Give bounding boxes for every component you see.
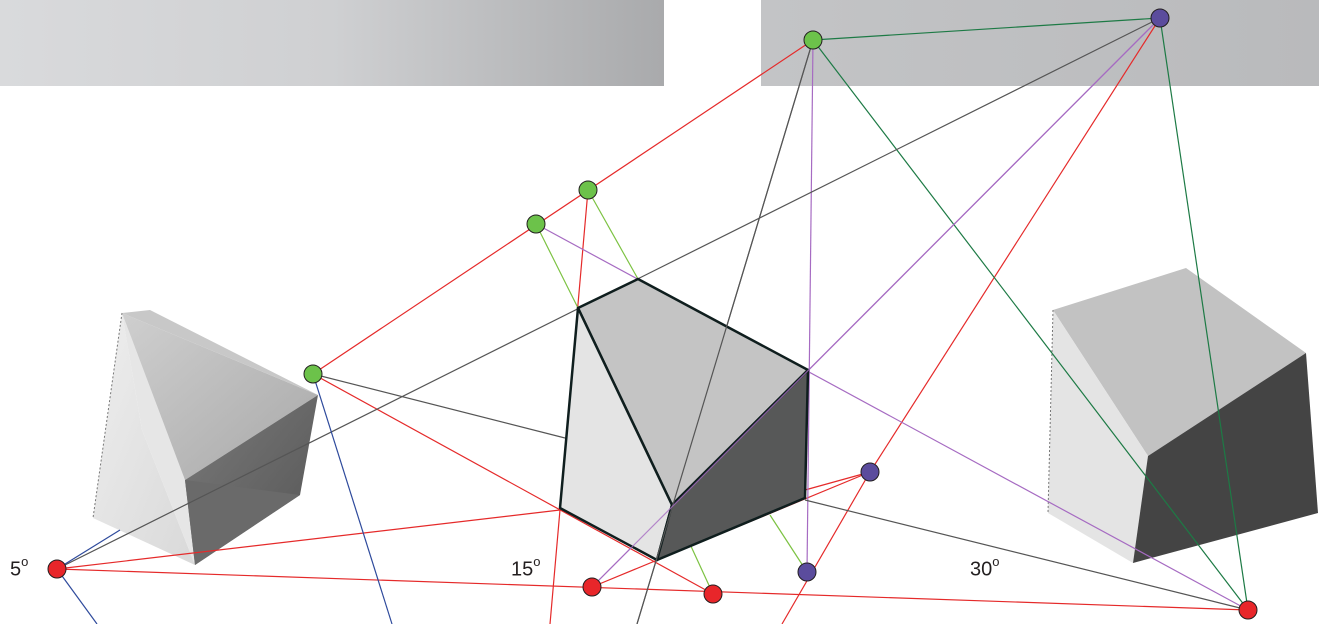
center-solid [558,277,810,562]
left-solid [92,310,318,565]
purple-point [860,462,880,482]
angle-label-5: 5o [10,554,29,581]
red-point [47,559,67,579]
red-point [703,584,723,604]
green-point [803,30,823,50]
green-point [303,364,323,384]
purple-point [1150,8,1170,28]
angle-label-15: 15o [511,554,541,581]
degree-mark: o [21,554,29,569]
green-point [578,180,598,200]
overlay-lines [591,17,1161,624]
red-point [1238,600,1258,620]
purple-point [797,562,817,582]
angle-value: 30 [970,558,993,581]
degree-mark: o [533,554,541,569]
angle-value: 15 [511,558,534,581]
paper-texture-right [761,0,1319,86]
degree-mark: o [992,554,1000,569]
right-solid [1047,268,1318,563]
red-point [582,577,602,597]
angle-label-30: 30o [970,554,1000,581]
angle-value: 5 [10,558,22,581]
paper-texture-left [0,0,664,86]
points [47,8,1258,620]
green-point [526,214,546,234]
